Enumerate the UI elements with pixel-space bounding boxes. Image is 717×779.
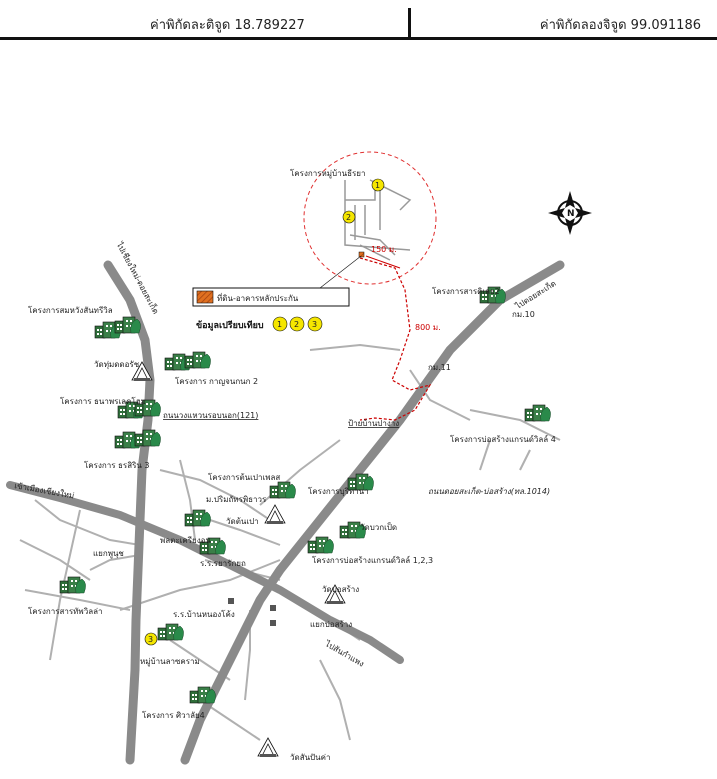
landmark-icon — [270, 605, 276, 611]
building-icon — [184, 351, 212, 369]
subject-area-circle — [303, 151, 437, 285]
legend-collateral-label: ที่ดิน-อาคารหลักประกัน — [217, 292, 299, 303]
label-project-tonpao: โครงการต้นเปาเพลส — [208, 472, 280, 482]
collateral-pointer — [319, 255, 362, 289]
label-ring-road: ถนนวงแหวนรอบนอก(121) — [163, 411, 258, 420]
building-icon — [269, 481, 297, 499]
collateral-location — [358, 251, 365, 258]
label-project-kanya: โครงการ กาญจนกนก 2 — [175, 376, 258, 386]
main-roads — [6, 260, 565, 765]
legend-marker-2 — [289, 316, 305, 332]
comparison-marker-1 — [371, 178, 385, 192]
location-map: ที่ดิน-อาคารหลักประกัน ข้อมูลเปรียบเทียบ… — [6, 151, 592, 765]
label-project-grand-123: โครงการบ่อสร้างแกรนด์วิลล์ 1,2,3 — [312, 555, 433, 565]
header-rule — [0, 37, 717, 40]
label-wat-boen: วัดบวกเป็ด — [360, 522, 397, 532]
map-labels: โครงการหมู่บ้านธีรยา 150 ม. 800 ม. โครงก… — [14, 168, 558, 762]
label-project-grand-4: โครงการบ่อสร้างแกรนด์วิลล์ 4 — [450, 434, 556, 444]
label-to-sankamphaeng: ไปสันกำแพง — [323, 639, 366, 669]
label-road-doi-saket: ถนนดอยสะเก็ต-บ่อสร้าง(ทล.1014) — [428, 486, 550, 496]
label-project-siwalai: โครงการ ศิวาลัย4 — [142, 710, 205, 720]
label-project-thana: โครงการ ธนาพรเลคโฮม — [60, 396, 146, 406]
latitude-label: ค่าพิกัดละติจูด 18.789227 — [150, 18, 305, 33]
label-wat-tonpao: วัดต้นเปา — [226, 517, 259, 526]
label-km10: กม.10 — [512, 310, 535, 319]
building-icon — [307, 536, 335, 554]
building-icon — [189, 686, 217, 704]
north-label: N — [567, 209, 575, 219]
legend-marker-3-label: 3 — [312, 320, 317, 329]
legend-comparison-label: ข้อมูลเปรียบเทียบ — [196, 320, 264, 331]
label-to-chiangmai-doi: ไปเชียงใหม่-ดอยสะเก็ต — [114, 239, 161, 315]
label-project-burithana: โครงการบุริทานา — [308, 486, 369, 496]
label-wat-tung: วัดทุ่มดดอรัช — [94, 360, 140, 369]
junction-icon — [270, 620, 276, 626]
label-dist-800: 800 ม. — [415, 323, 441, 332]
label-km11: กม.11 — [428, 363, 451, 372]
legend-collateral-box — [192, 287, 350, 307]
label-village: หมู่บ้านลาซคราม — [140, 657, 200, 667]
building-icon — [114, 316, 142, 334]
legend-marker-3 — [307, 316, 323, 332]
project-grid — [344, 179, 412, 261]
comparison-marker-2-label: 2 — [346, 213, 351, 222]
label-wat-bottom: วัดสันปันค่า — [290, 753, 330, 762]
label-bosang-junction: แยกบ่อสร้าง — [310, 620, 352, 629]
temple-icon — [257, 737, 279, 758]
side-roads — [19, 509, 351, 741]
label-project-sombat: โครงการสมหวังสันทรีวิล — [28, 305, 113, 315]
label-moo-ban: ม.ปริมถัทรพิธาวร — [206, 495, 267, 504]
legend-marker-1-label: 1 — [277, 320, 282, 329]
label-wat-bosang: วัดบ่อสร้าง — [322, 585, 359, 594]
legend-collateral-swatch — [196, 290, 214, 304]
label-pa-yang-sign: ป้ายบ้านปางาง — [348, 419, 399, 428]
building-icon — [524, 404, 552, 422]
coordinate-header: ค่าพิกัดละติจูด 18.789227 ค่าพิกัดลองจิจ… — [0, 0, 717, 40]
building-icon — [184, 509, 212, 527]
label-school2: ร.ร.รยารักยถ — [200, 559, 246, 568]
access-route — [359, 257, 432, 421]
label-school3: ร.ร.บ้านหนองโค้ง — [173, 609, 235, 619]
comparison-marker-1-label: 1 — [375, 181, 380, 190]
temple-icon — [264, 504, 286, 525]
label-project-thanasirin: โครงการ ธรสิริน 3 — [84, 460, 150, 470]
legend-marker-1 — [272, 316, 288, 332]
label-crossroad: แยกพูนุช — [93, 549, 124, 559]
school-icon — [228, 598, 234, 604]
north-arrow-icon: N — [548, 191, 592, 235]
legend-marker-2-label: 2 — [294, 320, 299, 329]
label-project-sarah: โครงการสารทัพวิลล่า — [28, 606, 103, 616]
label-project-orchid: โครงการสารดิเลย2 — [432, 286, 500, 296]
label-project-top: โครงการหมู่บ้านธีรยา — [290, 168, 365, 179]
comparison-marker-3 — [144, 632, 158, 646]
minor-roads — [34, 343, 561, 741]
comparison-marker-3-label: 3 — [148, 635, 153, 644]
label-dist-150: 150 ม. — [371, 245, 397, 254]
building-icon — [134, 429, 162, 447]
dist-150-arrow — [365, 255, 401, 269]
comparison-marker-2 — [342, 210, 356, 224]
legend: ที่ดิน-อาคารหลักประกัน ข้อมูลเปรียบเทียบ… — [192, 287, 350, 332]
longitude-label: ค่าพิกัดลองจิจูด 99.091186 — [539, 18, 701, 33]
building-icon — [157, 623, 185, 641]
label-school: พลตะเครียงอน — [160, 536, 211, 545]
header-separator — [408, 8, 411, 38]
